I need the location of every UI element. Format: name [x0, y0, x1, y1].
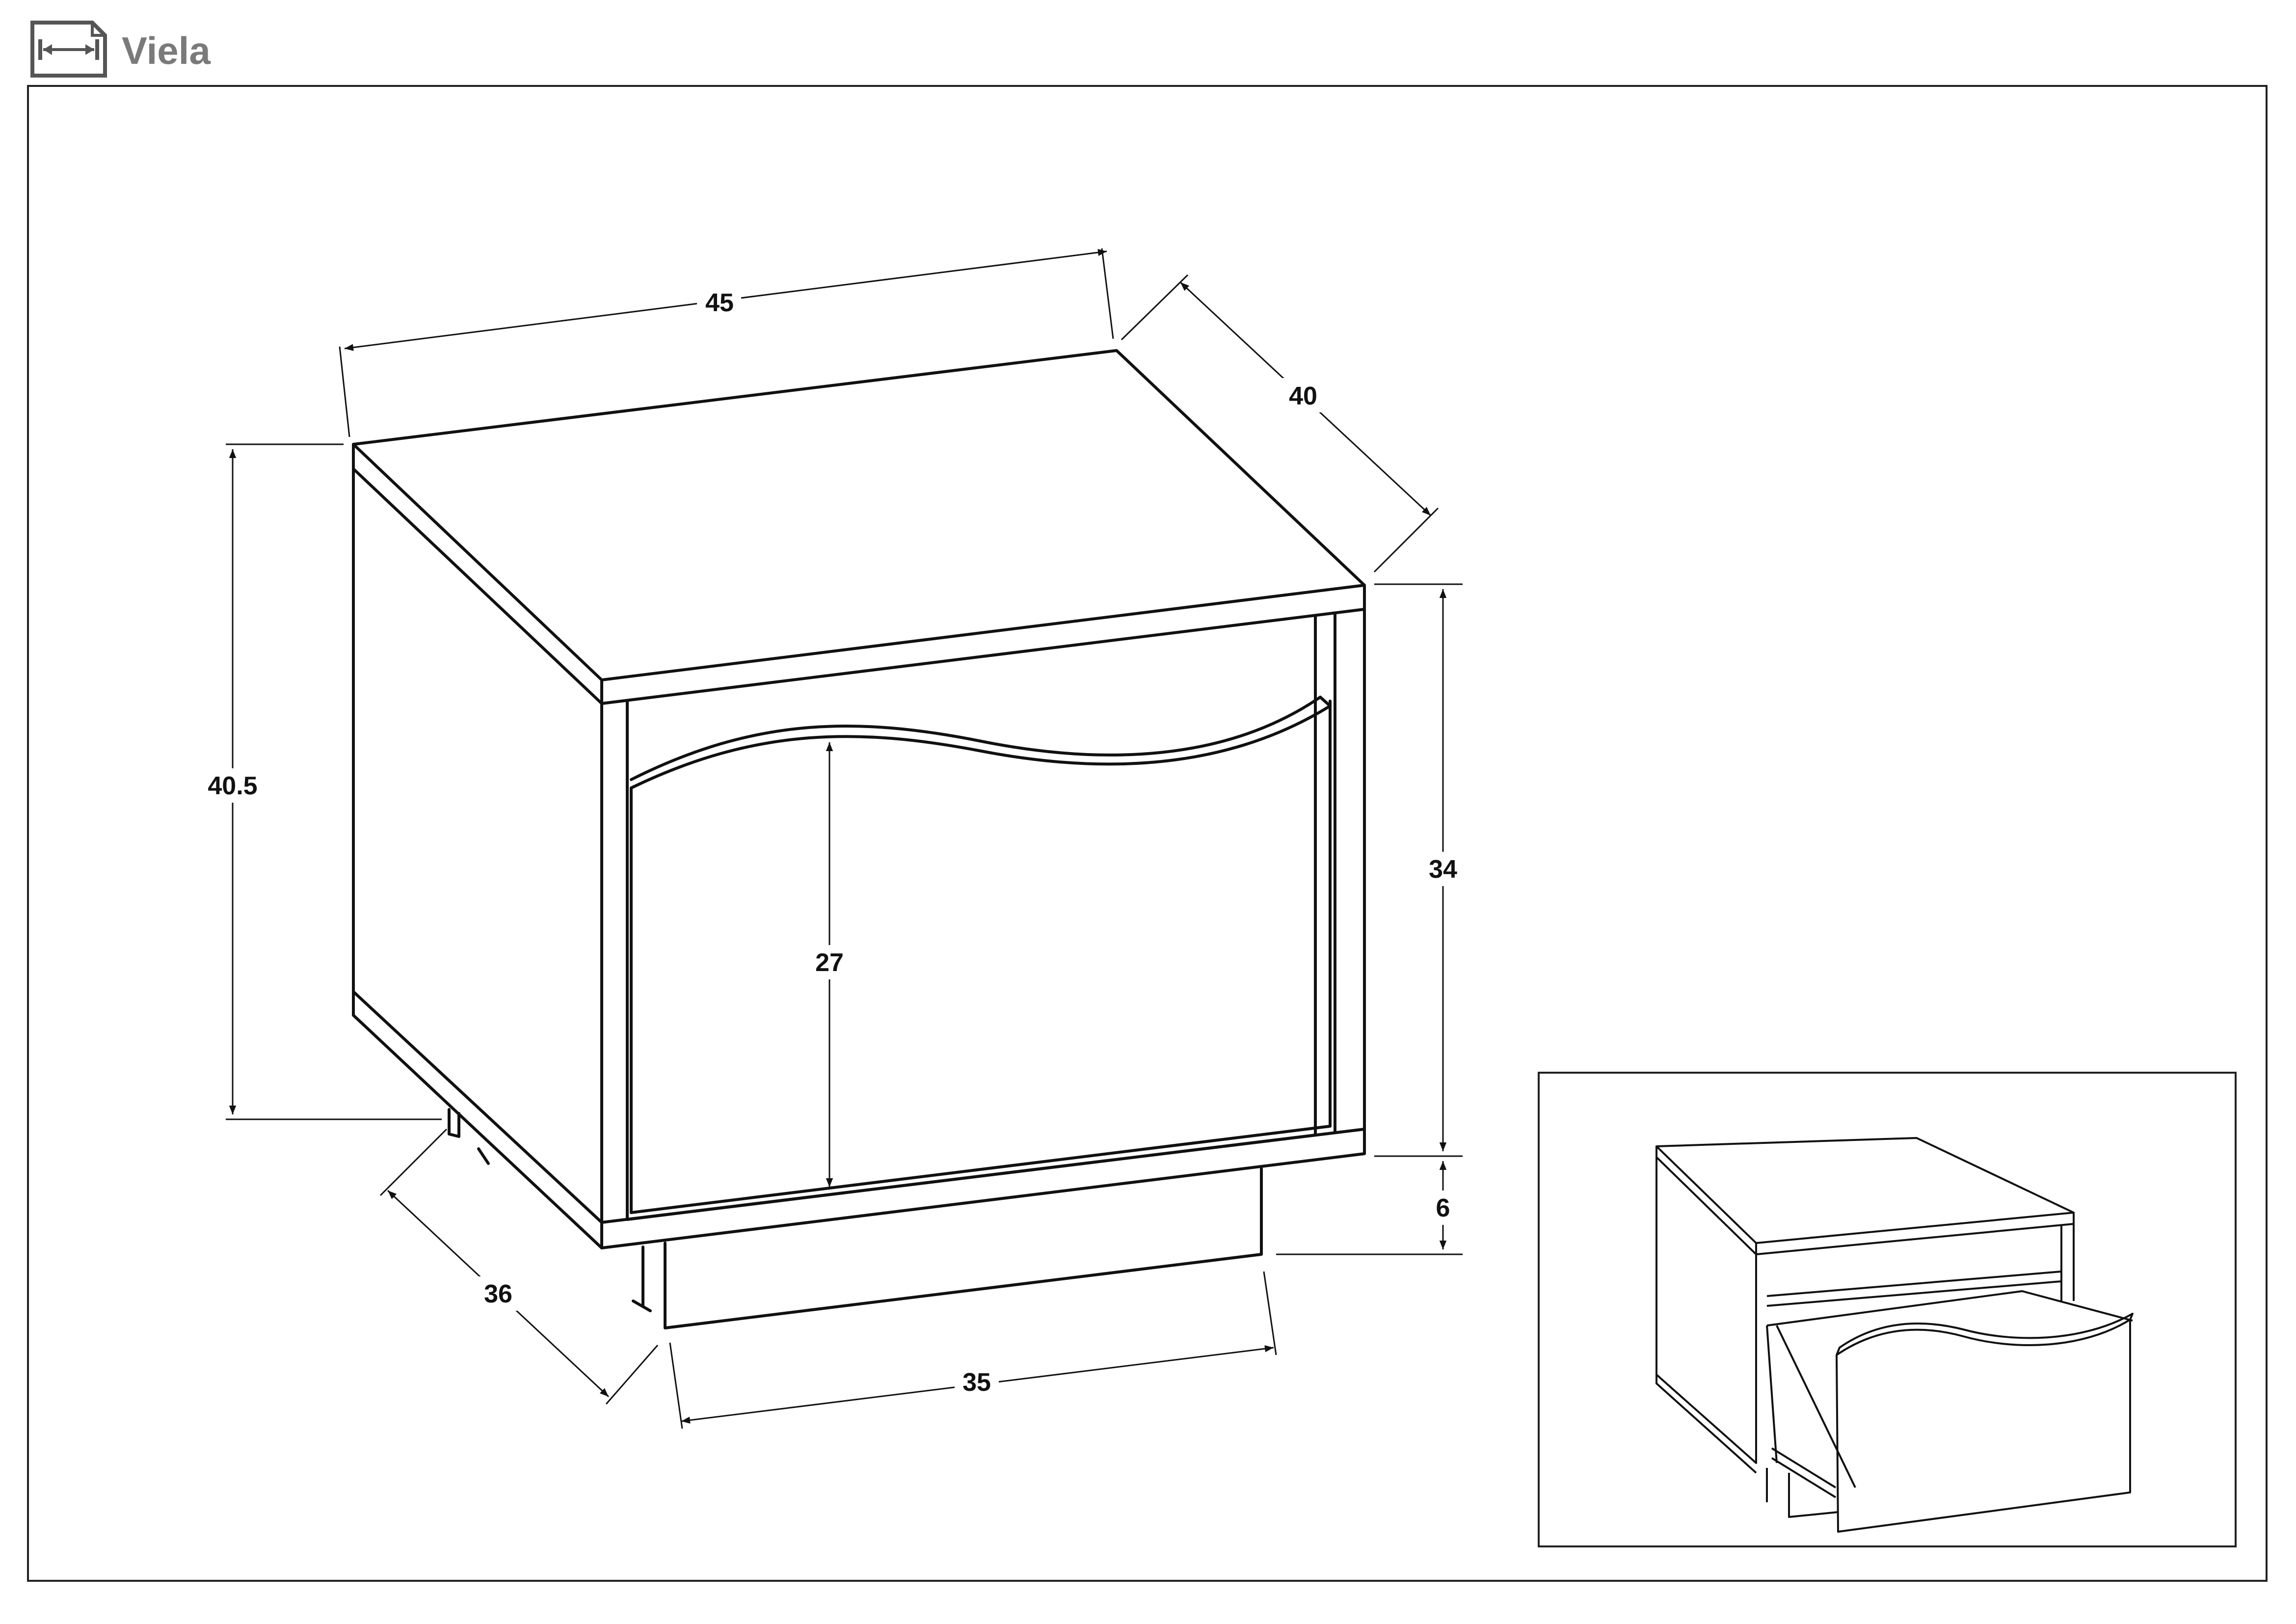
dimension-lines: [226, 248, 1463, 1429]
header: Viela: [29, 18, 422, 81]
dim-height-body: 34: [1429, 855, 1457, 884]
dim-depth-base: 36: [484, 1280, 512, 1308]
dimension-labels: 45 40 40.5 34 6 27 36 35: [201, 285, 1465, 1399]
dim-width-top: 45: [705, 289, 734, 317]
dimensions-icon: [30, 21, 107, 78]
dim-height-total: 40.5: [208, 772, 257, 800]
nightstand-main: [352, 349, 1366, 1329]
dim-plinth-width: 35: [962, 1368, 991, 1397]
dim-plinth-height: 6: [1436, 1194, 1450, 1222]
page-title: Viela: [122, 29, 211, 72]
dim-door-height: 27: [815, 948, 844, 977]
drawing-frame: [27, 85, 2268, 1582]
inset-open-drawer: [1538, 1072, 2237, 1547]
dim-depth-top: 40: [1289, 382, 1317, 410]
